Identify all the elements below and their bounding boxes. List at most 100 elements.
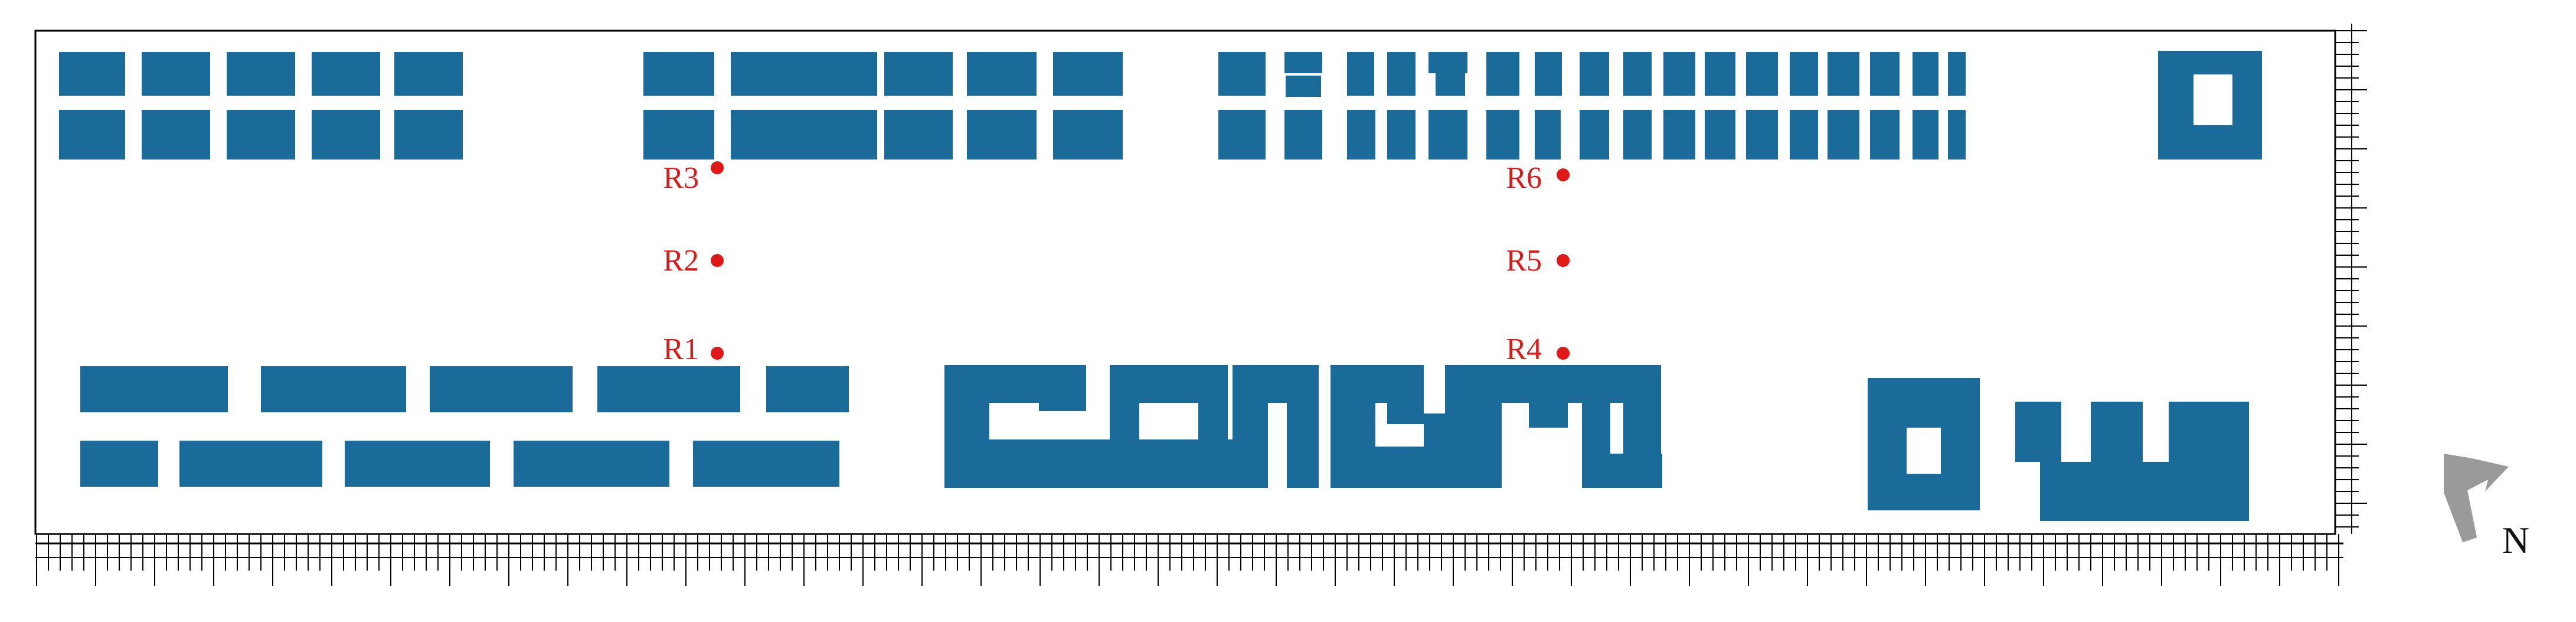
building-footprint xyxy=(227,110,295,159)
building-footprint xyxy=(312,110,380,159)
building-footprint xyxy=(1623,365,1661,488)
building-footprint xyxy=(1286,76,1321,97)
building-footprint xyxy=(1535,52,1562,96)
receptor-label: R5 xyxy=(1506,244,1542,278)
building-footprint xyxy=(1428,110,1467,159)
building-footprint xyxy=(944,439,1240,488)
building-footprint xyxy=(1580,52,1609,96)
receptor-label: R6 xyxy=(1506,161,1542,195)
building-footprint xyxy=(2091,402,2143,508)
building-footprint xyxy=(1582,403,1610,454)
building-footprint xyxy=(643,110,714,159)
building-footprint xyxy=(1663,110,1695,159)
building-footprint xyxy=(1472,365,1502,488)
receptor-label: R4 xyxy=(1506,333,1542,366)
building-footprint xyxy=(597,366,740,412)
building-footprint xyxy=(1428,52,1467,73)
building-footprint xyxy=(394,52,463,96)
building-footprint xyxy=(59,52,125,96)
building-footprint xyxy=(80,441,158,487)
building-footprint xyxy=(59,110,125,159)
building-footprint xyxy=(2015,402,2040,462)
building-footprint xyxy=(1198,365,1228,488)
building-footprint xyxy=(1746,110,1778,159)
building-footprint xyxy=(514,441,669,487)
building-footprint xyxy=(1663,52,1695,96)
map-frame xyxy=(34,30,2336,535)
building-footprint xyxy=(1868,378,1980,428)
receptor-point xyxy=(711,161,724,174)
receptor-R3: R3 xyxy=(663,161,724,195)
building-footprint xyxy=(394,110,463,159)
building-footprint xyxy=(1347,52,1374,96)
building-footprint xyxy=(1053,52,1123,96)
building-footprint xyxy=(312,52,380,96)
receptor-R2: R2 xyxy=(663,244,724,278)
receptor-R6: R6 xyxy=(1506,161,1570,195)
building-footprint xyxy=(884,110,953,159)
building-footprint xyxy=(2158,51,2193,159)
building-footprint xyxy=(1387,52,1416,96)
building-footprint xyxy=(1705,110,1735,159)
building-footprint xyxy=(1623,110,1652,159)
building-footprint xyxy=(1913,110,1938,159)
building-footprint xyxy=(643,52,714,96)
building-footprint xyxy=(967,52,1037,96)
building-footprint xyxy=(142,52,210,96)
building-footprint xyxy=(1913,52,1938,96)
receptor-label: R2 xyxy=(663,244,699,278)
receptor-point xyxy=(711,254,724,267)
building-footprint xyxy=(1486,52,1519,96)
building-footprint xyxy=(2232,51,2262,159)
building-footprint xyxy=(884,52,953,96)
receptor-R1: R1 xyxy=(663,333,724,366)
building-footprint xyxy=(1486,110,1519,159)
building-footprint xyxy=(766,366,849,412)
building-footprint xyxy=(1110,365,1139,488)
building-footprint xyxy=(227,52,295,96)
building-footprint xyxy=(1868,474,1980,510)
building-footprint xyxy=(693,441,839,487)
receptor-point xyxy=(711,347,724,360)
receptor-label: R3 xyxy=(663,161,699,195)
building-footprint xyxy=(1623,52,1652,96)
building-footprint xyxy=(1218,52,1266,96)
building-footprint xyxy=(80,366,228,412)
buildings xyxy=(59,51,2262,521)
north-arrow-icon: N xyxy=(2444,454,2529,561)
building-footprint xyxy=(1387,365,1424,424)
building-footprint xyxy=(731,52,877,96)
receptor-R5: R5 xyxy=(1506,244,1570,278)
building-footprint xyxy=(1870,52,1900,96)
building-footprint xyxy=(1529,365,1568,428)
building-footprint xyxy=(1705,52,1735,96)
building-footprint xyxy=(1287,365,1319,488)
building-footprint xyxy=(1233,365,1268,488)
building-footprint xyxy=(261,366,406,412)
building-footprint xyxy=(1347,110,1375,159)
building-footprint xyxy=(1218,110,1266,159)
receptor-R4: R4 xyxy=(1506,333,1570,366)
receptor-label: R1 xyxy=(663,333,699,366)
building-footprint xyxy=(1284,52,1322,73)
building-footprint xyxy=(967,110,1037,159)
building-footprint xyxy=(1535,110,1561,159)
receptor-point xyxy=(1557,168,1570,181)
building-footprint xyxy=(1580,110,1609,159)
building-footprint xyxy=(1387,110,1416,159)
receptor-points: R1 R2 R3 R4 R5 R6 xyxy=(663,161,1570,366)
building-footprint xyxy=(1828,110,1859,159)
building-footprint xyxy=(430,366,573,412)
building-footprint xyxy=(142,110,210,159)
building-footprint xyxy=(179,441,322,487)
building-footprint xyxy=(1828,52,1859,96)
receptor-point xyxy=(1557,254,1570,267)
north-label: N xyxy=(2502,519,2529,561)
building-footprint xyxy=(731,110,877,159)
receptor-point xyxy=(1557,347,1570,360)
building-footprint xyxy=(1746,52,1778,96)
scale-ticks xyxy=(35,24,2367,586)
building-footprint xyxy=(345,441,490,487)
